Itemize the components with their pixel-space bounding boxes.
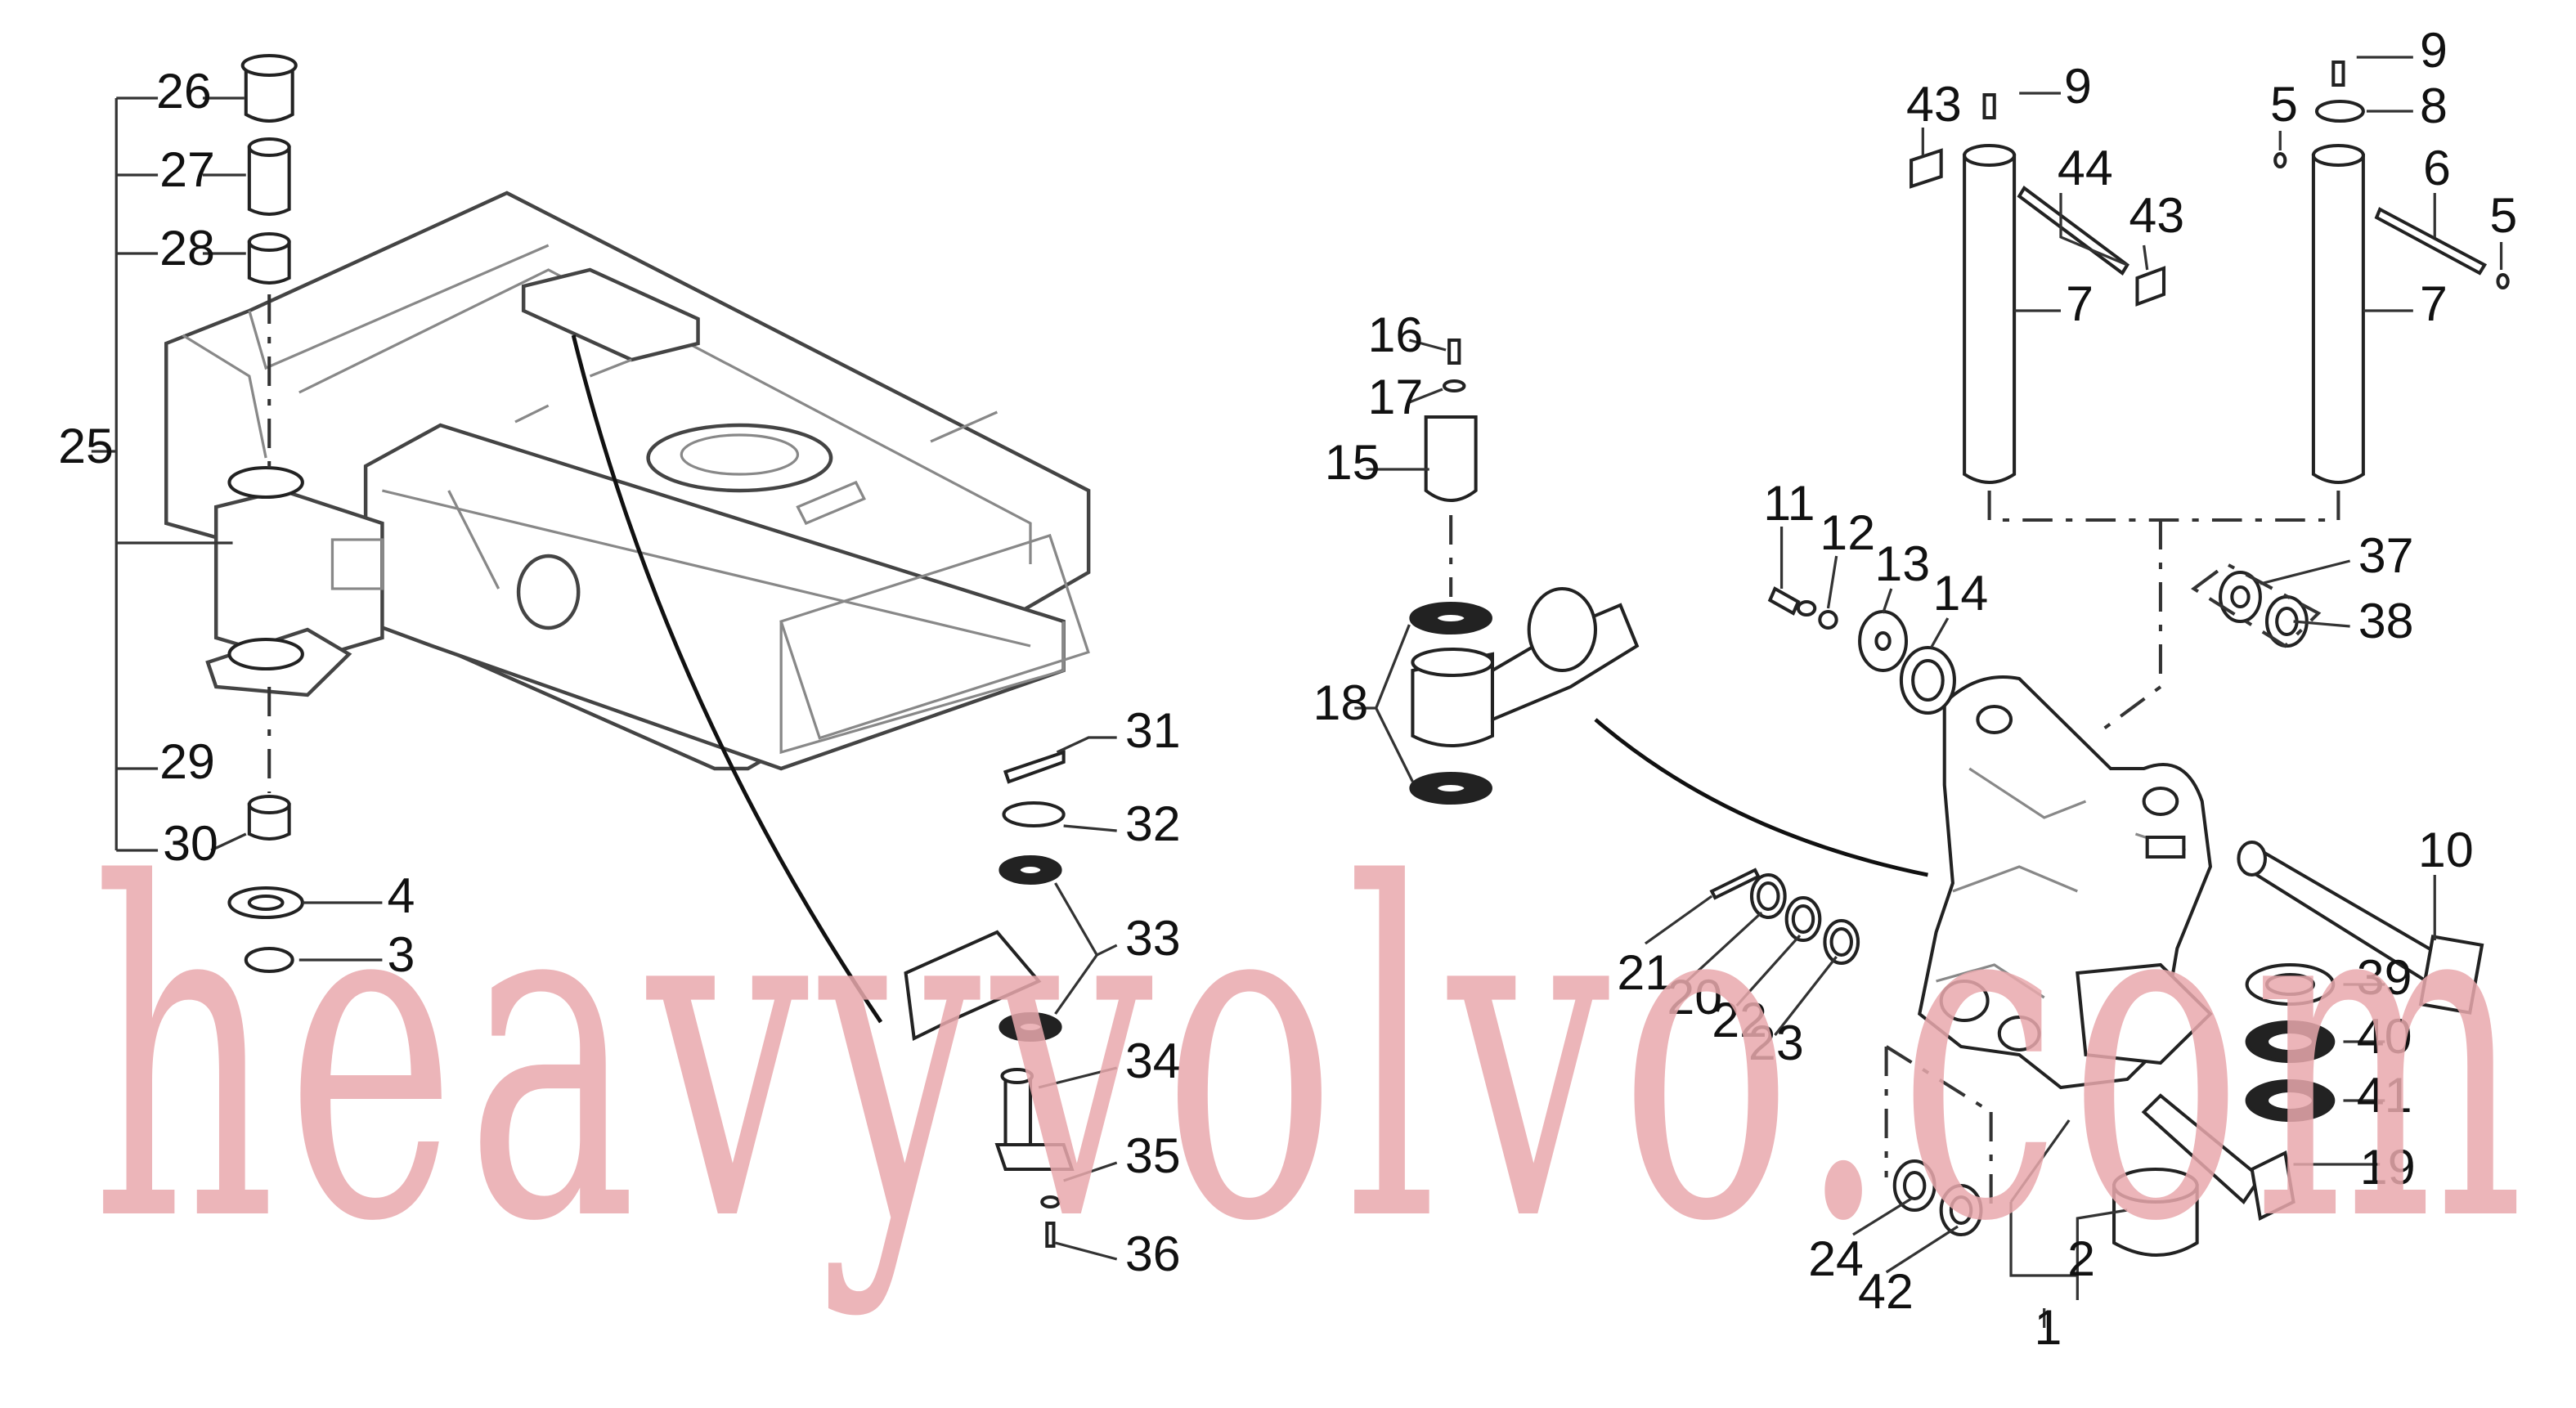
callout-24: 24	[1808, 1231, 1864, 1285]
callout-18: 18	[1313, 675, 1368, 729]
callout-9-left: 9	[2064, 58, 2092, 113]
washer-set-20-23	[1709, 868, 1860, 965]
pin-assembly-middle	[904, 750, 1075, 1248]
callout-22: 22	[1712, 992, 1767, 1047]
leader-lines	[91, 56, 2503, 1328]
callout-37: 37	[2358, 527, 2414, 582]
callout-36: 36	[1125, 1226, 1181, 1280]
callout-29: 29	[159, 733, 215, 788]
callout-32: 32	[1125, 796, 1181, 850]
callout-10: 10	[2418, 822, 2474, 877]
callout-39: 39	[2357, 949, 2412, 1004]
callout-28: 28	[159, 220, 215, 275]
pin-and-washers-lower-right	[2112, 841, 2484, 1257]
washer-set-11-14	[1767, 586, 1956, 715]
reference-curve-right	[1594, 718, 1928, 877]
callout-8: 8	[2420, 78, 2448, 132]
callout-33: 33	[1125, 910, 1181, 965]
callout-1: 1	[2034, 1299, 2062, 1354]
callout-16: 16	[1368, 307, 1424, 361]
callout-11: 11	[1763, 475, 1815, 530]
boom-foot-casting	[1918, 675, 2213, 1090]
callout-3: 3	[388, 926, 415, 981]
callout-5-left: 5	[2270, 76, 2298, 131]
callout-25: 25	[58, 418, 114, 473]
washer-set-37-38	[2191, 562, 2322, 648]
callout-17: 17	[1368, 369, 1424, 424]
callout-38: 38	[2358, 593, 2414, 648]
chassis-frame-drawing	[164, 191, 1091, 771]
callout-43-right: 43	[2129, 187, 2184, 242]
callout-41: 41	[2357, 1067, 2412, 1122]
callout-5-right: 5	[2489, 187, 2517, 242]
callout-7-left: 7	[2066, 276, 2094, 330]
callout-44: 44	[2058, 140, 2113, 195]
callout-21: 21	[1617, 944, 1672, 999]
washer-set-24-42	[1884, 1045, 1993, 1236]
callout-13: 13	[1874, 536, 1930, 590]
callout-26: 26	[156, 63, 212, 118]
callout-14: 14	[1933, 565, 1989, 620]
callout-6: 6	[2423, 140, 2451, 195]
callout-23: 23	[1748, 1015, 1804, 1069]
callout-31: 31	[1125, 702, 1181, 757]
cylinder-eye-assembly	[1409, 339, 1640, 805]
callout-30: 30	[163, 815, 218, 870]
callout-20: 20	[1667, 969, 1722, 1024]
callout-35: 35	[1125, 1128, 1181, 1182]
callout-42: 42	[1858, 1263, 1914, 1318]
callout-12: 12	[1820, 504, 1875, 559]
callout-19: 19	[2360, 1139, 2416, 1194]
callout-43-left: 43	[1906, 76, 1962, 131]
reference-curve-left	[571, 334, 883, 1024]
callout-34: 34	[1125, 1033, 1181, 1087]
callout-2: 2	[2067, 1231, 2095, 1285]
callout-9-right: 9	[2420, 22, 2448, 77]
pin-set-right	[1910, 61, 2510, 738]
callout-4: 4	[388, 868, 415, 922]
callout-labels: 26 27 28 25 29 30 4 3 31 32 33 34 35 36 …	[58, 22, 2517, 1354]
watermark: heavyvolvo.com	[92, 789, 2534, 1322]
callout-15: 15	[1325, 434, 1380, 489]
bushing-stack	[227, 54, 304, 973]
callout-40: 40	[2357, 1008, 2412, 1063]
callout-7-right: 7	[2420, 276, 2448, 330]
callout-27: 27	[159, 141, 215, 196]
